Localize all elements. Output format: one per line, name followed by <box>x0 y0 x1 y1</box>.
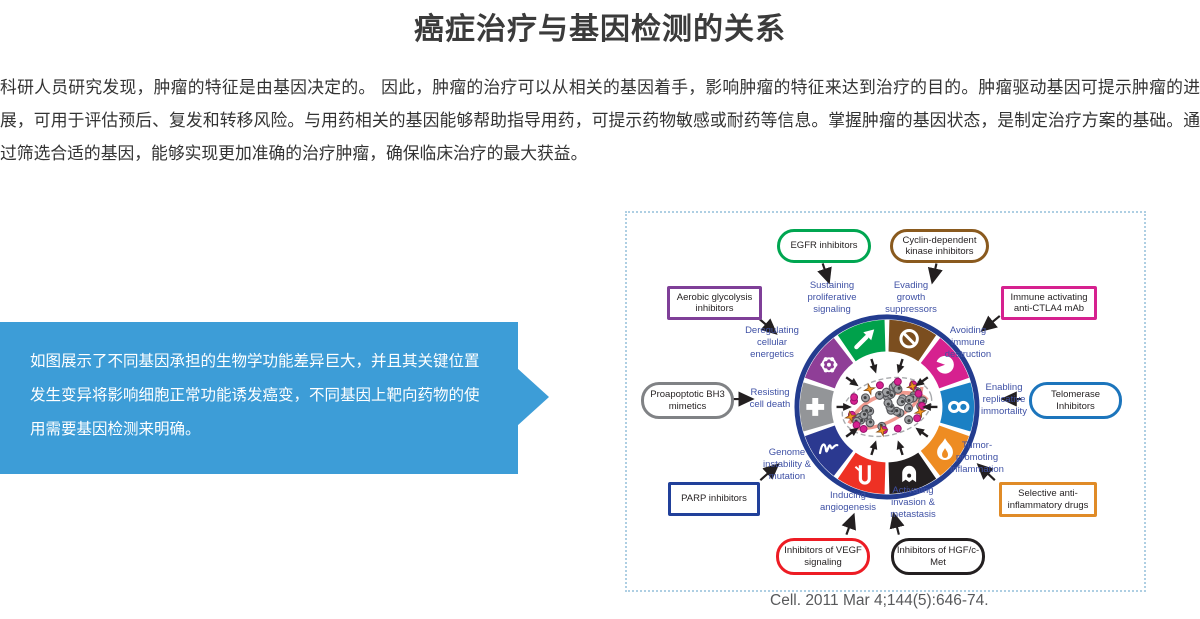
wheel-segment-avoiding-immune-destruction <box>920 337 970 389</box>
hallmark-label-resisting-cell-death: Resisting cell death <box>749 387 791 410</box>
therapy-label: Aerobic glycolysis inhibitors <box>676 291 753 314</box>
therapy-label: Proapoptotic BH3 mimetics <box>650 389 725 412</box>
therapy-connector-arrow <box>841 512 856 535</box>
therapy-connector-arrow <box>759 463 780 481</box>
wheel-segment-genome-instability-mutation <box>804 425 854 476</box>
wheel-segment-enabling-replicative-immortality <box>940 382 975 432</box>
page-title: 癌症治疗与基因检测的关系 <box>414 12 786 47</box>
callout-arrow-shape <box>517 368 549 426</box>
hallmark-label-evading-growth-suppressors: Evading growth suppressors <box>885 280 937 315</box>
tumor-cell-cluster <box>841 376 933 438</box>
hallmark-label-tumor-promoting-inflammation: Tumor-promoting inflammation <box>950 440 1004 475</box>
inward-arrow <box>896 440 905 456</box>
therapy-connector-arrow <box>976 463 996 481</box>
cross-icon <box>806 398 825 416</box>
hallmark-label-activating-invasion-metastasis: Activating invasion & metastasis <box>890 485 936 520</box>
vessel-icon <box>854 465 871 485</box>
hallmark-label-sustaining-proliferative-signaling: Sustaining proliferative signaling <box>807 280 857 315</box>
inward-arrow <box>845 376 859 387</box>
no-symbol-icon <box>899 329 919 349</box>
inward-arrow <box>915 376 929 387</box>
therapy-label: Immune activating anti-CTLA4 mAb <box>1010 291 1088 314</box>
therapy-label: PARP inhibitors <box>681 493 747 505</box>
therapy-label: Cyclin-dependent kinase inhibitors <box>902 234 977 257</box>
therapy-box-telomerase-inhibitors: Telomerase Inhibitors <box>1029 382 1122 419</box>
therapy-box-bh3-mimetics: Proapoptotic BH3 mimetics <box>641 382 734 419</box>
wheel-segment-evading-growth-suppressors <box>888 319 937 362</box>
invader-icon <box>902 465 917 483</box>
hallmark-label-deregulating-cellular-energetics: Deregulating cellular energetics <box>745 325 799 360</box>
scribble-icon <box>818 443 839 455</box>
wheel-segment-resisting-cell-death <box>799 382 834 432</box>
inward-arrow <box>896 358 905 374</box>
therapy-label: Telomerase Inhibitors <box>1050 389 1101 412</box>
therapy-box-aerobic-glycolysis-inhibitors: Aerobic glycolysis inhibitors <box>667 286 762 320</box>
therapy-label: Inhibitors of HGF/c-Met <box>896 545 980 568</box>
inward-arrow <box>845 427 859 438</box>
wheel-segment-inducing-angiogenesis <box>837 452 886 494</box>
atom-icon <box>820 357 838 373</box>
therapy-box-cdk-inhibitors: Cyclin-dependent kinase inhibitors <box>890 229 989 263</box>
hallmark-label-genome-instability-mutation: Genome instability & mutation <box>762 447 812 482</box>
therapy-connector-arrow <box>889 511 905 535</box>
flame-icon <box>937 438 953 460</box>
therapy-label: EGFR inhibitors <box>790 240 858 252</box>
inward-arrow <box>836 402 852 411</box>
therapy-connector-arrow <box>817 263 832 285</box>
inward-arrow <box>915 427 929 438</box>
wheel-segment-activating-invasion-metastasis <box>888 452 937 494</box>
hallmarks-figure: EGFR inhibitors Cyclin-dependent kinase … <box>625 211 1146 592</box>
inward-arrow <box>869 440 878 456</box>
callout-banner: 如图展示了不同基因承担的生物学功能差异巨大，并且其关键位置发生变异将影响细胞正常… <box>0 322 549 474</box>
hallmark-label-enabling-replicative-immortality: Enabling replicative immortality <box>981 382 1027 417</box>
therapy-box-anti-ctla4-mab: Immune activating anti-CTLA4 mAb <box>1001 286 1097 320</box>
immune-cell-icon <box>936 355 954 374</box>
arrow-icon <box>854 329 875 350</box>
hallmark-label-inducing-angiogenesis: Inducing angiogenesis <box>820 490 876 513</box>
therapy-label: Inhibitors of VEGF signaling <box>784 545 862 568</box>
figure-citation: Cell. 2011 Mar 4;144(5):646-74. <box>770 592 989 609</box>
wheel-segment-tumor-promoting-inflammation <box>920 425 970 476</box>
therapy-label: Selective anti-inflammatory drugs <box>1007 488 1089 511</box>
therapy-connector-arrow <box>758 318 778 335</box>
therapy-connector-arrow <box>980 315 1001 332</box>
infinity-icon <box>948 400 970 413</box>
wheel-segment-deregulating-cellular-energetics <box>804 337 854 389</box>
wheel-segment-sustaining-proliferative-signaling <box>837 319 886 362</box>
intro-paragraph: 科研人员研究发现，肿瘤的特征是由基因决定的。 因此，肿瘤的治疗可以从相关的基因着… <box>0 77 1200 163</box>
inward-arrow <box>869 358 878 374</box>
therapy-box-parp-inhibitors: PARP inhibitors <box>668 482 760 516</box>
therapy-box-vegf-inhibitors: Inhibitors of VEGF signaling <box>776 538 870 575</box>
inward-arrow <box>922 402 938 411</box>
hallmarks-wheel-svg <box>733 263 1022 535</box>
therapy-connector-arrow <box>927 263 943 285</box>
callout-text: 如图展示了不同基因承担的生物学功能差异巨大，并且其关键位置发生变异将影响细胞正常… <box>0 322 518 474</box>
therapy-box-anti-inflammatory-drugs: Selective anti-inflammatory drugs <box>999 482 1097 517</box>
therapy-box-egfr-inhibitors: EGFR inhibitors <box>777 229 871 263</box>
therapy-box-hgf-cmet-inhibitors: Inhibitors of HGF/c-Met <box>891 538 985 575</box>
hallmark-label-avoiding-immune-destruction: Avoiding immune destruction <box>944 325 992 360</box>
